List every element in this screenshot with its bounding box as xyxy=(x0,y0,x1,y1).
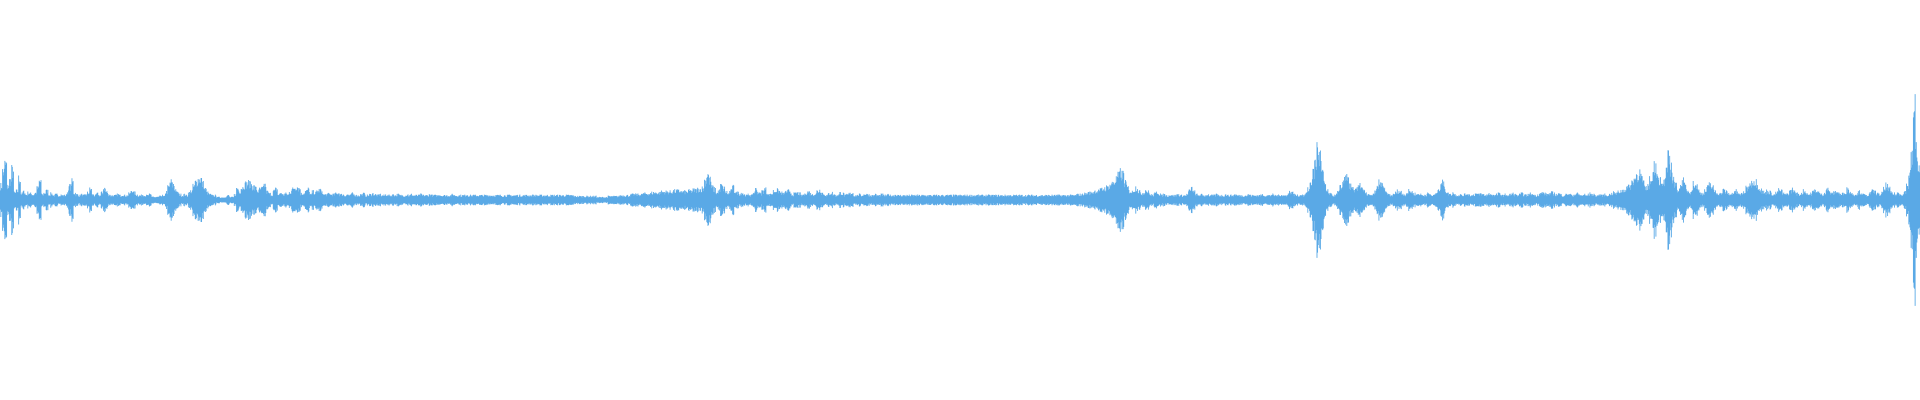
waveform-peaks xyxy=(0,94,1920,306)
waveform-bars xyxy=(0,94,1920,306)
